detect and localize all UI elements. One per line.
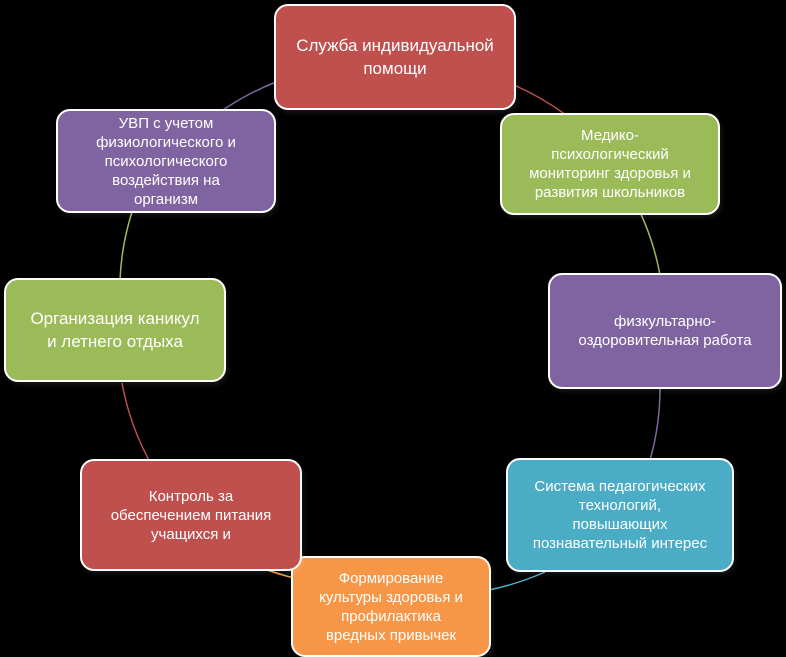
node-physical-health: физкультарно- оздоровительная работа bbox=[548, 273, 782, 389]
arc-4-5 bbox=[488, 571, 546, 591]
node-holidays: Организация каникул и летнего отдыха bbox=[4, 278, 226, 382]
arc-3-4 bbox=[649, 387, 661, 461]
node-uvp: УВП с учетом физиологического и психолог… bbox=[56, 109, 276, 213]
node-individual-help-label: Служба индивидуальной помощи bbox=[296, 36, 494, 78]
node-medical-monitoring-label: Медико- психологический мониторинг здоро… bbox=[529, 127, 691, 201]
arc-7-8 bbox=[119, 211, 133, 281]
node-individual-help: Служба индивидуальной помощи bbox=[274, 4, 516, 110]
node-health-culture-label: Формирование культуры здоровья и профила… bbox=[319, 569, 463, 644]
node-holidays-label: Организация каникул и летнего отдыха bbox=[30, 309, 200, 351]
node-pedagogical-tech: Система педагогических технологий, повыш… bbox=[506, 458, 734, 572]
node-nutrition-control: Контроль за обеспечением питания учащихс… bbox=[80, 459, 302, 571]
node-pedagogical-tech-label: Система педагогических технологий, повыш… bbox=[532, 478, 708, 552]
node-uvp-label: УВП с учетом физиологического и психолог… bbox=[96, 114, 236, 208]
arc-8-1 bbox=[219, 81, 277, 113]
arc-6-7 bbox=[121, 382, 151, 463]
arc-2-3 bbox=[639, 211, 661, 276]
arc-1-2 bbox=[513, 84, 567, 116]
node-physical-health-label: физкультарно- оздоровительная работа bbox=[578, 313, 752, 349]
node-health-culture: Формирование культуры здоровья и профила… bbox=[291, 556, 491, 657]
node-medical-monitoring: Медико- психологический мониторинг здоро… bbox=[500, 113, 720, 215]
node-nutrition-control-label: Контроль за обеспечением питания учащихс… bbox=[110, 487, 272, 543]
